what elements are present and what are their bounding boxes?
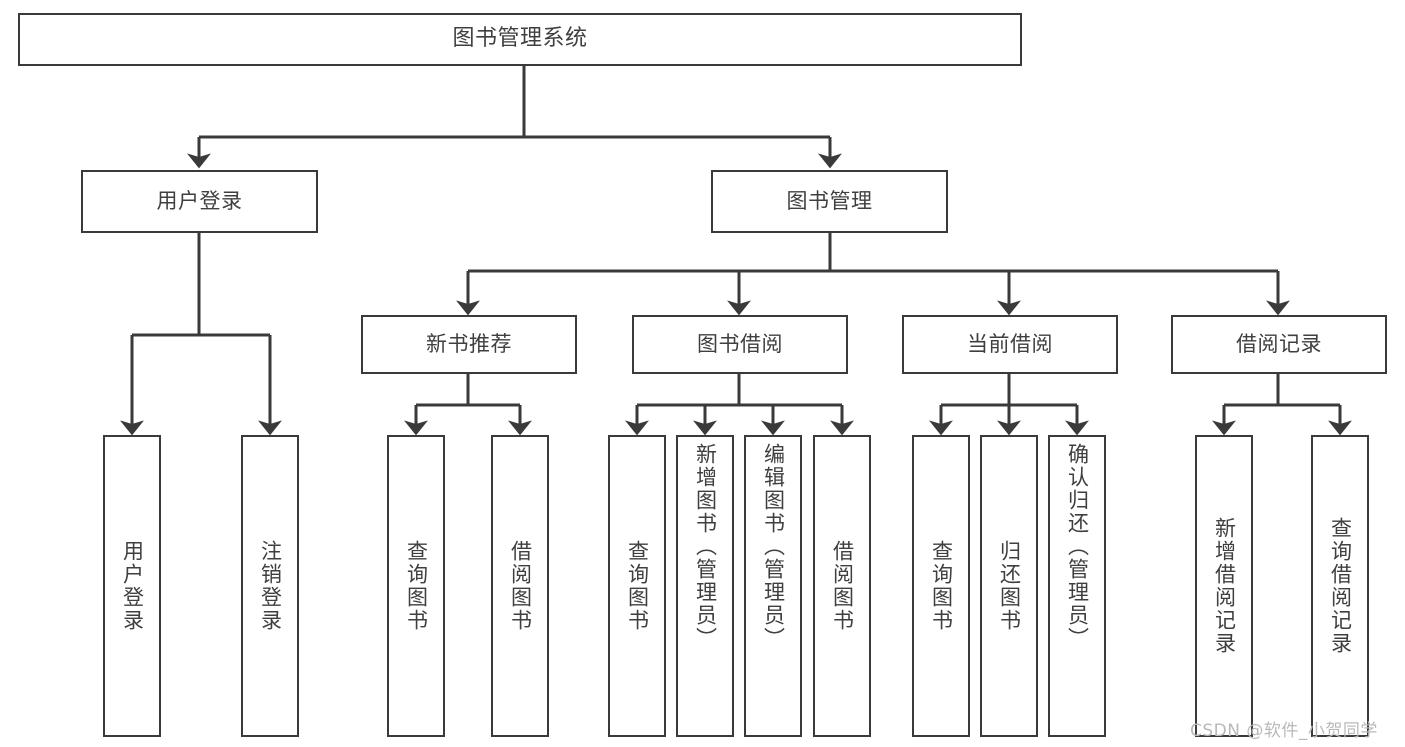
- node-label: 查询图书: [404, 540, 429, 632]
- node-label: 查询借阅记录: [1328, 517, 1353, 655]
- leaf-records-query-record[interactable]: 查询借阅记录: [1311, 435, 1369, 737]
- leaf-borrow-borrow-book[interactable]: 借阅图书: [813, 435, 871, 737]
- node-label: 借阅图书: [830, 540, 855, 632]
- leaf-user-login-login[interactable]: 用户登录: [103, 435, 161, 737]
- node-label: 注销登录: [258, 540, 283, 632]
- csdn-watermark: CSDN @软件_小贺同学: [1190, 721, 1378, 741]
- leaf-current-query-book[interactable]: 查询图书: [912, 435, 970, 737]
- node-label: 用户登录: [156, 188, 243, 213]
- node-label: 新增图书（管理员）: [693, 443, 718, 650]
- leaf-user-login-logout[interactable]: 注销登录: [241, 435, 299, 737]
- node-label: 图书管理: [786, 188, 873, 213]
- leaf-current-confirm-return[interactable]: 确认归还（管理员）: [1048, 435, 1106, 737]
- node-label: 借阅记录: [1236, 331, 1322, 356]
- node-label: 用户登录: [120, 540, 145, 632]
- leaf-borrow-edit-book[interactable]: 编辑图书（管理员）: [744, 435, 802, 737]
- node-user-login[interactable]: 用户登录: [81, 170, 318, 233]
- node-label: 查询图书: [929, 540, 954, 632]
- node-label: 查询图书: [625, 540, 650, 632]
- leaf-borrow-query-book[interactable]: 查询图书: [608, 435, 666, 737]
- node-new-book-recommend[interactable]: 新书推荐: [361, 315, 577, 374]
- node-book-management[interactable]: 图书管理: [711, 170, 948, 233]
- node-label: 归还图书: [997, 540, 1022, 632]
- leaf-new-book-borrow[interactable]: 借阅图书: [491, 435, 549, 737]
- leaf-new-book-query[interactable]: 查询图书: [387, 435, 445, 737]
- node-borrow-records[interactable]: 借阅记录: [1171, 315, 1387, 374]
- node-label: 借阅图书: [508, 540, 533, 632]
- node-label: 编辑图书（管理员）: [761, 443, 786, 650]
- node-label: 确认归还（管理员）: [1065, 443, 1090, 650]
- leaf-records-add-record[interactable]: 新增借阅记录: [1195, 435, 1253, 737]
- node-book-borrow[interactable]: 图书借阅: [632, 315, 848, 374]
- leaf-current-return-book[interactable]: 归还图书: [980, 435, 1038, 737]
- leaf-borrow-add-book[interactable]: 新增图书（管理员）: [676, 435, 734, 737]
- node-label: 图书借阅: [697, 331, 783, 356]
- node-label: 当前借阅: [967, 331, 1053, 356]
- node-label: 新增借阅记录: [1212, 517, 1237, 655]
- node-label: 图书管理系统: [452, 26, 588, 52]
- node-label: 新书推荐: [426, 331, 512, 356]
- node-current-borrow[interactable]: 当前借阅: [902, 315, 1118, 374]
- node-root-system[interactable]: 图书管理系统: [18, 13, 1022, 66]
